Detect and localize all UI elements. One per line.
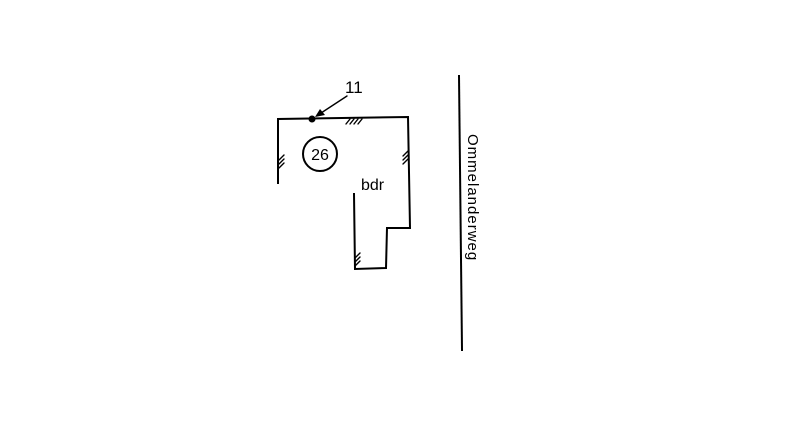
hatch-top — [345, 118, 363, 125]
house-number-circle — [302, 136, 338, 172]
building-outline — [277, 115, 412, 271]
hatch-bottom-left — [354, 252, 361, 267]
street-name-label: Ommelanderweg — [464, 134, 481, 261]
building-label: bdr — [361, 177, 385, 194]
hatch-right — [402, 150, 409, 165]
street-line — [457, 74, 464, 352]
leader-arrowhead — [315, 109, 325, 117]
survey-point-dot — [308, 115, 316, 123]
house-number-label: 26 — [311, 147, 329, 164]
point-number-label: 11 — [345, 78, 363, 97]
survey-point-marker: 11 — [308, 78, 363, 123]
wall-hatch-marks — [278, 118, 409, 267]
leader-line — [317, 95, 348, 116]
house-number-marker: 26 — [302, 136, 338, 172]
hatch-left — [278, 154, 285, 169]
